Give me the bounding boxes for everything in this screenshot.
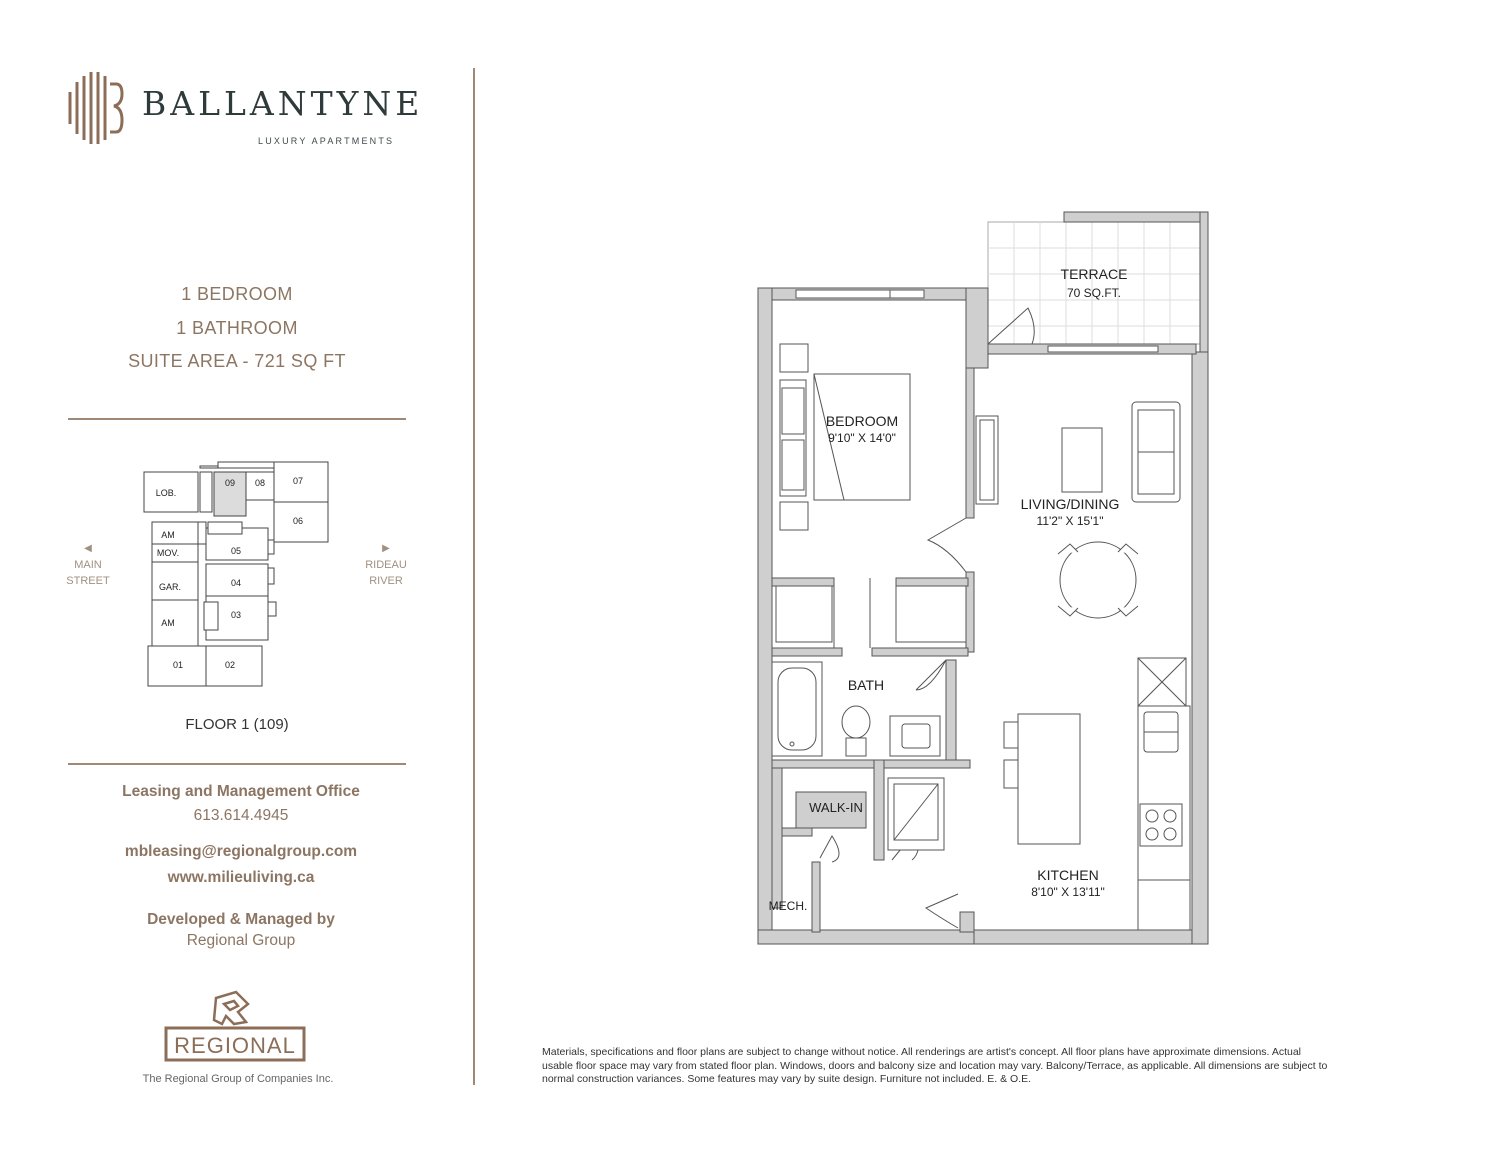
bedroom-dims: 9'10" X 14'0" xyxy=(828,431,896,445)
walkin-label: WALK-IN xyxy=(809,800,863,815)
kitchen-dims: 8'10" X 13'11" xyxy=(1031,885,1105,899)
brand-tagline: LUXURY APARTMENTS xyxy=(258,136,395,146)
developer-name: Regional Group xyxy=(186,932,296,949)
office-email[interactable]: mbleasing@regionalgroup.com xyxy=(124,843,358,860)
suite-bedrooms: 1 BEDROOM xyxy=(181,284,293,304)
arrow-left-icon: ◀ xyxy=(84,543,92,554)
office-phone[interactable]: 613.614.4945 xyxy=(193,807,289,824)
floor-plan: TERRACE 70 SQ.FT. BEDROOM 9'10" X 14'0" … xyxy=(757,211,1209,945)
keyplan-unit-01: 01 xyxy=(173,660,183,670)
keyplan-unit-am-1: AM xyxy=(161,530,175,540)
kitchen-label: KITCHEN xyxy=(1037,867,1098,883)
keyplan-unit-am-2: AM xyxy=(161,618,175,628)
regional-logo-icon: REGIONAL xyxy=(164,990,306,1062)
living-dims: 11'2" X 15'1" xyxy=(1037,514,1104,528)
arrow-right-icon: ▶ xyxy=(382,543,390,554)
terrace-area xyxy=(987,211,1209,353)
suite-area: SUITE AREA - 721 SQ FT xyxy=(128,351,346,371)
keyplan-unit-lobby: LOB. xyxy=(156,488,177,498)
terrace-area-label: 70 SQ.FT. xyxy=(1067,286,1121,300)
regional-company: The Regional Group of Companies Inc. xyxy=(142,1073,334,1085)
floor-label: FLOOR 1 (109) xyxy=(185,716,289,733)
contact-block: Leasing and Management Office 613.614.49… xyxy=(68,782,414,951)
keyplan-unit-02: 02 xyxy=(225,660,235,670)
keyplan-unit-08: 08 xyxy=(255,478,265,488)
suite-bathrooms: 1 BATHROOM xyxy=(176,317,298,338)
keyplan-unit-06: 06 xyxy=(293,516,303,526)
developed-by-title: Developed & Managed by xyxy=(147,911,335,928)
divider-bottom xyxy=(68,763,406,765)
divider-vertical xyxy=(473,68,475,1085)
compass-main-street: ◀ MAIN STREET xyxy=(62,541,114,589)
office-title: Leasing and Management Office xyxy=(122,783,360,800)
living-label: LIVING/DINING xyxy=(1021,496,1120,512)
disclaimer: Materials, specifications and floor plan… xyxy=(542,1046,1328,1085)
keyplan-unit-05: 05 xyxy=(231,546,241,556)
keyplan-unit-09: 09 xyxy=(225,478,235,488)
brand-name: BALLANTYNE xyxy=(142,84,424,123)
floor-key-plan: LOB. 09 08 07 06 AM MOV. 05 04 GAR. AM 0… xyxy=(143,461,329,687)
ballantyne-logo-icon xyxy=(68,72,124,144)
terrace-label: TERRACE xyxy=(1061,266,1128,282)
mech-label: MECH. xyxy=(769,899,808,913)
compass-rideau-river: ▶ RIDEAU RIVER xyxy=(358,541,414,589)
keyplan-unit-gar: GAR. xyxy=(159,582,181,592)
bath-label: BATH xyxy=(848,677,884,693)
keyplan-unit-03: 03 xyxy=(231,610,241,620)
keyplan-unit-04: 04 xyxy=(231,578,241,588)
divider-top xyxy=(68,418,406,420)
bedroom-label: BEDROOM xyxy=(826,413,898,429)
keyplan-unit-07: 07 xyxy=(293,476,303,486)
regional-logo-text: REGIONAL xyxy=(174,1033,296,1058)
keyplan-unit-mov: MOV. xyxy=(157,548,179,558)
suite-summary: 1 BEDROOM 1 BATHROOM SUITE AREA - 721 SQ… xyxy=(68,278,406,379)
website-link[interactable]: www.milieuliving.ca xyxy=(167,869,315,886)
